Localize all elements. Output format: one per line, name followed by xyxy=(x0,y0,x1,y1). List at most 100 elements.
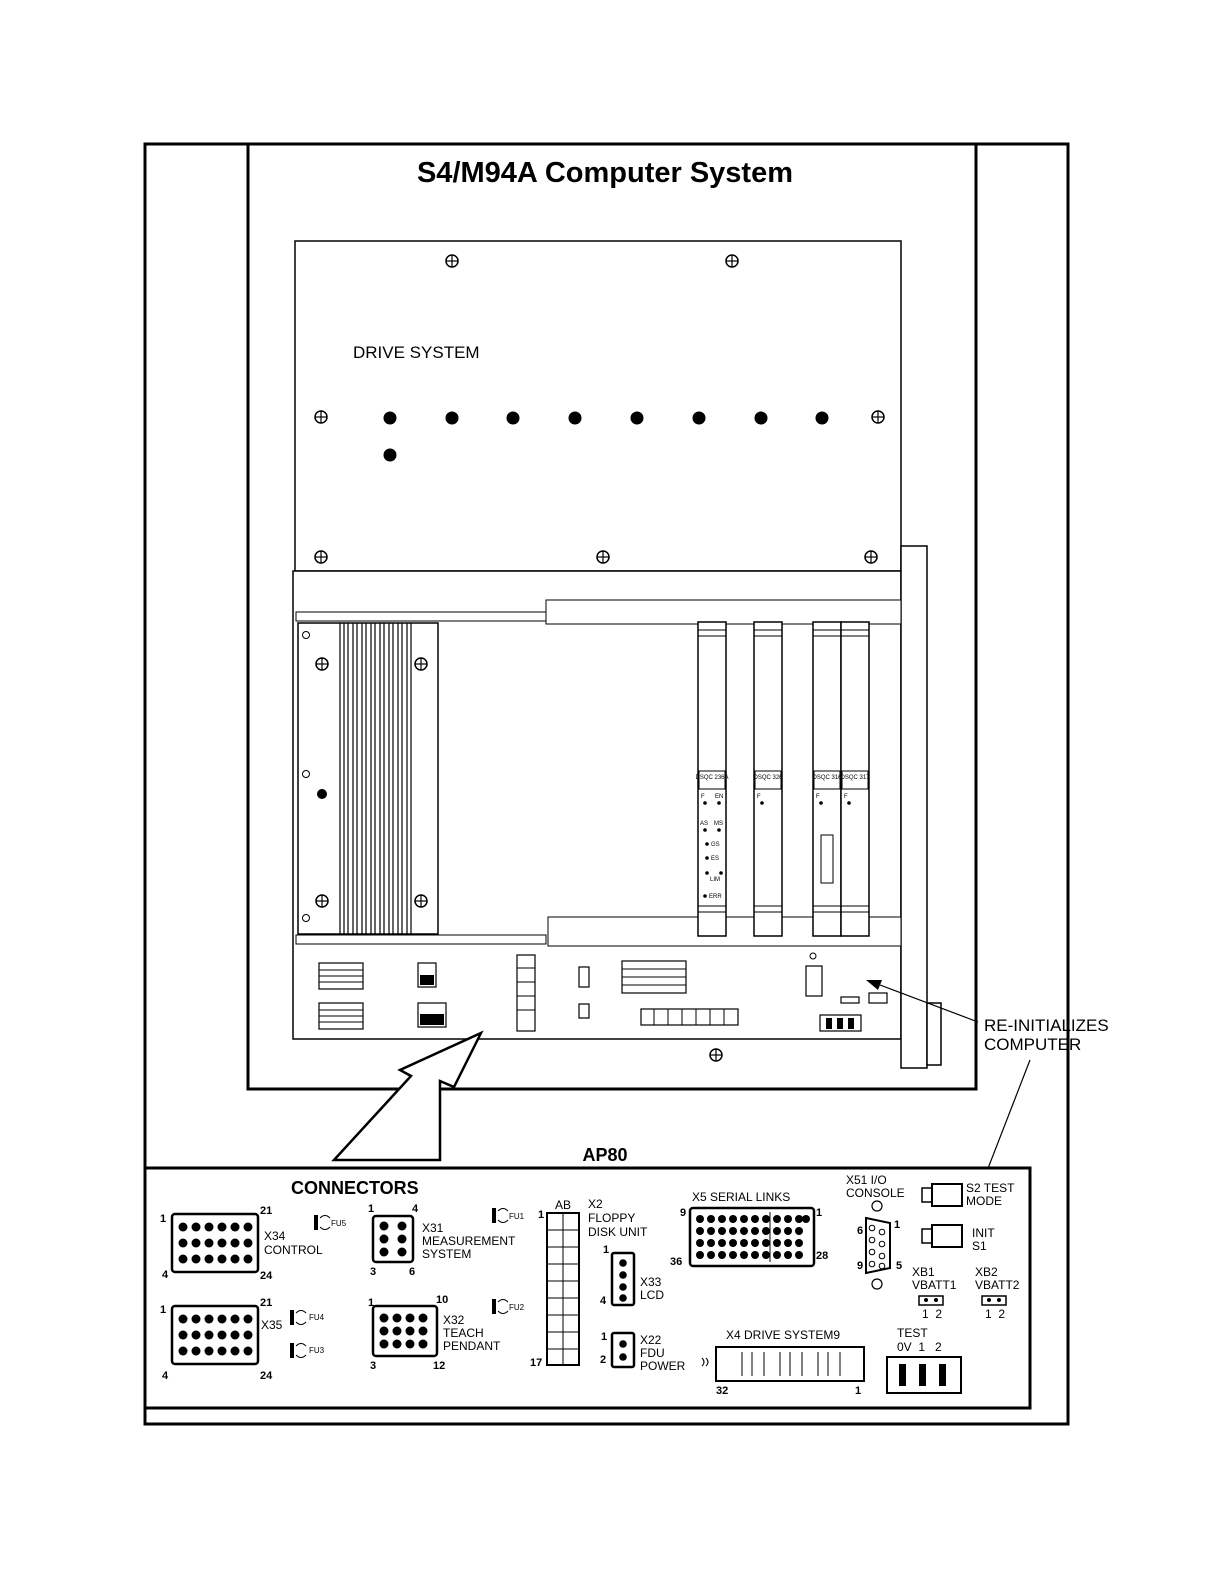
pin-label: 1 xyxy=(816,1207,822,1219)
board-label: DSQC 316 xyxy=(812,775,842,781)
fuse-fu3: FU3 xyxy=(290,1343,325,1358)
fuse-label: FU1 xyxy=(509,1212,525,1221)
board-dsqc-326: DSQC 326 F xyxy=(753,621,783,937)
pin-label: 1 xyxy=(603,1244,609,1256)
led-label-as: AS xyxy=(700,821,708,827)
connector-label: FLOPPY xyxy=(588,1211,635,1225)
screw-icon xyxy=(864,550,878,564)
screw-icon xyxy=(314,550,328,564)
connector-label: X33 xyxy=(640,1275,662,1289)
board-dsqc-236a: DSQC 236A F EN AS MS GS ES LIM ERR xyxy=(695,621,729,937)
pin-label: 6 xyxy=(857,1225,863,1237)
connector-label: X22 xyxy=(640,1333,662,1347)
switch-label: S1 xyxy=(972,1239,987,1253)
screw-icon xyxy=(445,254,459,268)
led-label-f: F xyxy=(844,794,848,800)
board-dsqc-316: DSQC 316 F xyxy=(812,621,842,937)
pointer-arrow xyxy=(331,1030,484,1162)
led-label-en: EN xyxy=(715,794,723,800)
pin-label: 9 xyxy=(857,1260,863,1272)
drive-indicator-dots xyxy=(383,411,829,462)
connector-label: X35 xyxy=(261,1318,283,1332)
pin-label: 1 xyxy=(160,1213,166,1225)
connector-x32: 1 10 3 12 X32 TEACH PENDANT xyxy=(368,1294,501,1372)
screw-icon xyxy=(314,410,328,424)
screw-icon xyxy=(596,550,610,564)
led-label-err: ERR xyxy=(709,894,722,900)
pin-label: 4 xyxy=(162,1370,169,1382)
led-label-es: ES xyxy=(711,856,719,862)
jumper-pins: 1 2 xyxy=(985,1307,1005,1321)
connector-label: TEACH xyxy=(443,1326,484,1340)
pin-label: 1 xyxy=(160,1304,166,1316)
screw-icon xyxy=(725,254,739,268)
fuse-label: FU4 xyxy=(309,1313,325,1322)
connector-label: MEASUREMENT xyxy=(422,1234,516,1248)
board-label: DSQC 236A xyxy=(695,775,728,781)
connector-label: CONTROL xyxy=(264,1243,323,1257)
pin-label: 1 xyxy=(368,1297,374,1309)
connector-x31: 1 4 3 6 X31 MEASUREMENT SYSTEM xyxy=(368,1203,516,1278)
drive-system-label: DRIVE SYSTEM xyxy=(353,343,480,362)
pin-label: 5 xyxy=(896,1260,902,1272)
fuse-label: FU5 xyxy=(331,1219,347,1228)
fuse-fu4: FU4 xyxy=(290,1310,325,1325)
ap80-label: AP80 xyxy=(582,1145,627,1165)
pin-label: 6 xyxy=(409,1266,415,1278)
power-indicator-dot xyxy=(317,789,327,799)
pin-label: 3 xyxy=(370,1266,376,1278)
connector-x2: AB 1 17 X2 FLOPPY DISK UNIT xyxy=(530,1197,648,1369)
pin-label: 10 xyxy=(436,1294,448,1306)
pin-label: 21 xyxy=(260,1205,272,1217)
test-terminal: TEST 0V 1 2 xyxy=(886,1326,962,1394)
connector-label: DISK UNIT xyxy=(588,1225,648,1239)
test-label: TEST xyxy=(897,1326,928,1340)
connector-label: POWER xyxy=(640,1359,686,1373)
pin-label: 12 xyxy=(433,1360,445,1372)
switch-label: MODE xyxy=(966,1194,1002,1208)
fuse-label: FU3 xyxy=(309,1346,325,1355)
pin-label: 1 xyxy=(855,1385,861,1397)
connector-label: X32 xyxy=(443,1313,465,1327)
connector-label: X31 xyxy=(422,1221,444,1235)
column-label: AB xyxy=(555,1198,571,1212)
pin-label: 24 xyxy=(260,1270,273,1282)
pin-label: 36 xyxy=(670,1256,682,1268)
screw-icon xyxy=(315,657,329,671)
led-label-f: F xyxy=(816,794,820,800)
pin-label: 4 xyxy=(162,1269,169,1281)
switch-s1-init[interactable]: INIT S1 xyxy=(921,1224,995,1253)
screw-icon xyxy=(871,410,885,424)
connector-label: X4 DRIVE SYSTEM9 xyxy=(726,1328,840,1342)
pin-label: 17 xyxy=(530,1357,542,1369)
pin-label: 3 xyxy=(370,1360,376,1372)
connector-label: PENDANT xyxy=(443,1339,501,1353)
connector-label: X2 xyxy=(588,1197,603,1211)
jumper-label: XB2 xyxy=(975,1265,998,1279)
jumper-label: VBATT1 xyxy=(912,1278,957,1292)
connector-label: SYSTEM xyxy=(422,1247,471,1261)
rack-connector-detail xyxy=(319,967,725,1025)
board-label: DSQC 326 xyxy=(753,775,783,781)
screw-icon xyxy=(709,1048,723,1062)
pin-label: 1 xyxy=(601,1331,607,1343)
pin-label: 2 xyxy=(600,1354,606,1366)
jumper-xb1: XB1 VBATT1 1 2 xyxy=(912,1265,957,1321)
board-dsqc-317: DSQC 317 F xyxy=(840,621,870,937)
board-slot xyxy=(820,834,834,884)
pin-label: 21 xyxy=(260,1297,272,1309)
jumper-pins: 1 2 xyxy=(922,1307,942,1321)
pin-label: 28 xyxy=(816,1250,828,1262)
callout-line2: COMPUTER xyxy=(984,1035,1081,1054)
connector-x4: X4 DRIVE SYSTEM9 32 1 xyxy=(701,1328,865,1397)
screw-icon xyxy=(414,657,428,671)
fuse-fu5: FU5 xyxy=(314,1215,347,1230)
switch-s2-test-mode[interactable]: S2 TEST MODE xyxy=(921,1181,1015,1208)
drive-system-panel: DRIVE SYSTEM xyxy=(294,240,902,572)
connector-x34: 1 21 4 24 X34 CONTROL xyxy=(160,1205,323,1282)
power-supply-module xyxy=(297,622,439,935)
pin-label: 1 xyxy=(368,1203,374,1215)
page-title: S4/M94A Computer System xyxy=(417,157,793,189)
connector-x33: 1 4 X33 LCD xyxy=(600,1244,664,1307)
